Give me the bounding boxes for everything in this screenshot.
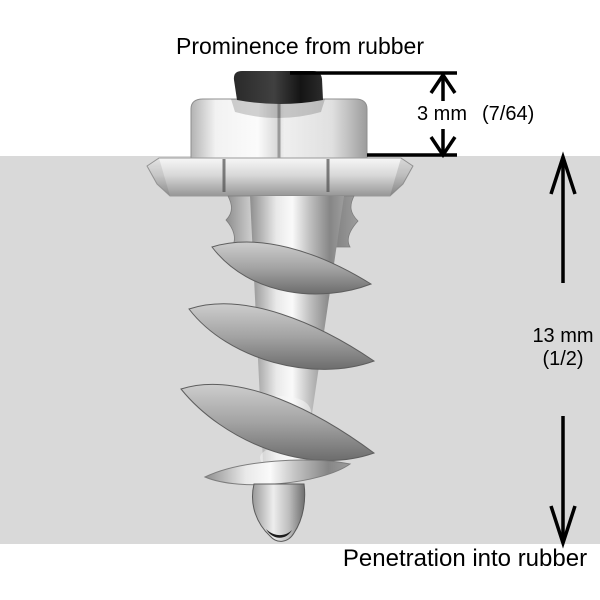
down-arrow-icon	[549, 505, 577, 549]
dim-penetration-metric: 13 mm	[532, 325, 594, 347]
stud-flange-bevel-left	[147, 158, 170, 196]
stud-nut-shadow	[231, 99, 325, 118]
stud-tip	[252, 483, 306, 542]
up-arrow-icon	[549, 151, 577, 195]
stud-flange	[146, 157, 414, 197]
stud-cap	[233, 71, 323, 104]
stud-flange-bevel-right	[390, 158, 413, 196]
label-penetration: Penetration into rubber	[342, 545, 588, 572]
dim-prominence-metric: 3 mm	[417, 103, 467, 125]
dim-penetration-imperial: (1/2)	[542, 348, 584, 370]
dim-prominence-value: 3 mm (7/64)	[417, 103, 534, 126]
stud-illustration	[146, 71, 414, 542]
dimension-graphics	[290, 71, 577, 549]
up-arrow-icon	[429, 71, 457, 94]
stud-tip-dark-spot	[266, 529, 292, 538]
down-arrow-icon	[429, 136, 457, 159]
stud-thread-band-3	[180, 384, 376, 461]
stud-thread-band-2	[188, 303, 376, 370]
stud-tip-collar	[203, 459, 352, 486]
stud-thread-band-1	[211, 241, 373, 295]
label-prominence: Prominence from rubber	[176, 33, 424, 59]
dim-prominence-imperial: (7/64)	[482, 103, 535, 125]
dim-penetration-value: 13 mm (1/2)	[517, 325, 600, 371]
